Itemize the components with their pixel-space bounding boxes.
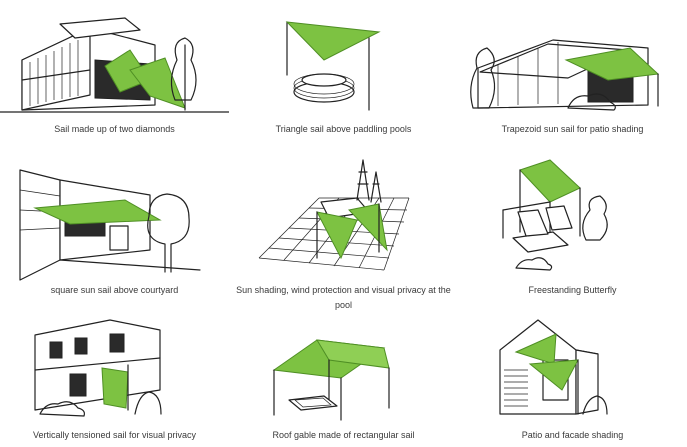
roof-gable-sail-icon: [272, 339, 390, 421]
square-sail: [33, 199, 162, 225]
vertical-sail: [101, 367, 129, 409]
item-two-diamonds: Sail made up of two diamonds: [0, 0, 229, 140]
item-caption: Sail made up of two diamonds: [54, 124, 175, 134]
item-vertical-privacy: Vertically tensioned sail for visual pri…: [0, 310, 229, 447]
item-caption: Triangle sail above paddling pools: [275, 124, 412, 134]
item-caption: Patio and facade shading: [521, 430, 624, 440]
item-square-courtyard: square sun sail above courtyard: [0, 140, 229, 300]
item-pool-shading: Sun shading, wind protection and visual …: [229, 140, 458, 310]
pool-shading-privacy-icon: [258, 159, 410, 271]
item-roof-gable: Roof gable made of rectangular sail: [229, 310, 458, 447]
square-sail-courtyard-icon: [19, 169, 201, 281]
item-caption: Trapezoid sun sail for patio shading: [501, 124, 644, 134]
item-triangle-pool: Triangle sail above paddling pools: [229, 0, 458, 140]
item-caption: Roof gable made of rectangular sail: [272, 430, 415, 440]
item-freestanding-butterfly: Freestanding Butterfly: [458, 140, 687, 300]
facade-sail-upper: [514, 333, 557, 365]
patio-sail-lower: [528, 359, 579, 391]
item-patio-facade: Patio and facade shading: [458, 310, 687, 447]
triangle-sail: [285, 21, 381, 61]
freestanding-butterfly-icon: [502, 159, 608, 271]
item-trapezoid-patio: Trapezoid sun sail for patio shading: [458, 0, 687, 140]
house-two-diamond-sails-icon: [0, 17, 229, 113]
privacy-sail-left: [316, 211, 358, 260]
shading-sail-right: [348, 203, 388, 252]
triangle-sail-pool-icon: [285, 21, 381, 111]
butterfly-sail: [519, 159, 581, 203]
item-caption: Vertically tensioned sail for visual pri…: [32, 430, 197, 440]
trapezoid-sail-patio-icon: [470, 39, 660, 111]
item-caption: square sun sail above courtyard: [50, 285, 179, 295]
item-caption: Sun shading, wind protection and visual …: [236, 285, 451, 310]
patio-facade-shading-icon: [499, 319, 608, 415]
vertical-privacy-sail-icon: [34, 319, 162, 417]
item-caption: Freestanding Butterfly: [528, 285, 617, 295]
